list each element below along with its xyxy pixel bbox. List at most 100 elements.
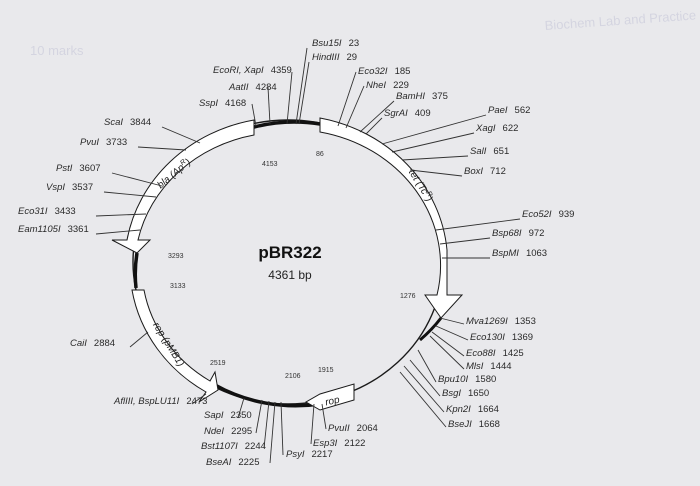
leader-psyi	[280, 401, 284, 456]
coord-2106: 2106	[285, 373, 301, 380]
leader-sapi	[237, 397, 245, 419]
bla-gene-arrow	[111, 119, 255, 254]
leader-bseai	[269, 401, 276, 464]
site-position: 3733	[106, 137, 127, 148]
rop-gene-arrow	[304, 383, 355, 411]
site-name: SgrAI	[384, 108, 408, 119]
leader-caii	[129, 331, 149, 348]
site-position: 1668	[479, 419, 500, 430]
leader-aatii	[267, 86, 271, 125]
leader-paei	[381, 114, 487, 145]
rep-gene-arrow	[131, 289, 219, 403]
site-name: BspMI	[492, 248, 519, 259]
site-label-sapi: SapI 2350	[204, 410, 252, 421]
site-position: 562	[515, 105, 531, 116]
site-name: AatII	[228, 82, 249, 93]
site-position: 4284	[256, 82, 277, 93]
leader-bsgi	[409, 359, 441, 397]
site-name: Eco88I	[466, 348, 496, 359]
site-position: 712	[490, 166, 506, 177]
site-position: 1650	[468, 388, 489, 399]
site-position: 1369	[512, 332, 533, 343]
site-name: VspI	[46, 182, 65, 193]
coord-2519: 2519	[210, 360, 226, 367]
site-name: Eco130I	[470, 332, 505, 343]
leader-mva1269i	[439, 317, 465, 325]
site-position: 375	[432, 91, 448, 102]
site-name: BseAI	[206, 457, 232, 468]
site-position: 229	[393, 80, 409, 91]
leader-bst1107i	[263, 400, 270, 449]
site-position: 2122	[344, 438, 365, 449]
background-bleed-text: Biochem Lab and Practice exam 1 10 marks	[30, 4, 700, 58]
leader-ecori-xapi	[286, 71, 293, 125]
site-name: Bsu15I	[312, 38, 342, 49]
plasmid-name: pBR322	[258, 243, 321, 262]
site-position: 1425	[503, 348, 524, 359]
thick-segment-rop-region	[214, 383, 321, 408]
site-label-mva1269i: Mva1269I 1353	[466, 316, 536, 327]
leader-pvui	[137, 146, 187, 151]
site-position: 1353	[515, 316, 536, 327]
leader-xagi	[391, 132, 475, 153]
site-position: 1444	[490, 361, 511, 372]
site-label-bsp68i: Bsp68I 972	[492, 228, 544, 239]
coord-1915: 1915	[318, 367, 334, 374]
site-name: Kpn2I	[446, 404, 471, 415]
bleed-text-2: 10 marks	[30, 43, 84, 58]
site-position: 2884	[94, 338, 115, 349]
site-name: PsyI	[286, 449, 305, 460]
site-name: Bpu10I	[438, 374, 468, 385]
leader-eco32i	[337, 71, 357, 127]
gene-label-rop: rop	[324, 395, 341, 409]
site-position: 651	[493, 146, 509, 157]
site-label-eco130i: Eco130I 1369	[470, 332, 533, 343]
leader-sali	[401, 155, 469, 161]
site-position: 1063	[526, 248, 547, 259]
coord-1276: 1276	[400, 293, 416, 300]
site-name: Mva1269I	[466, 316, 508, 327]
site-name: ScaI	[104, 117, 123, 128]
tet-gene-arrow	[319, 117, 464, 319]
site-name: XagI	[475, 123, 496, 134]
leader-eco88i	[431, 331, 465, 357]
site-name: Eco32I	[358, 66, 388, 77]
site-position: 2350	[231, 410, 252, 421]
leader-boxi	[409, 169, 463, 177]
site-name: EcoRI, XapI	[213, 65, 264, 76]
leader-eco52i	[435, 218, 521, 231]
site-name: HindIII	[312, 52, 340, 63]
leader-scai	[161, 126, 201, 144]
coord-3133: 3133	[170, 283, 186, 290]
site-position: 972	[529, 228, 545, 239]
site-name: Eam1105I	[18, 224, 61, 235]
site-name: Bsp68I	[492, 228, 522, 239]
leader-bpu10i	[417, 349, 437, 383]
leader-eco130i	[435, 325, 469, 341]
site-name: NdeI	[204, 426, 224, 437]
site-name: Eco52I	[522, 209, 552, 220]
leader-eco31i	[95, 213, 147, 217]
site-name: SapI	[204, 410, 224, 421]
site-name: Bst1107I	[201, 441, 238, 452]
